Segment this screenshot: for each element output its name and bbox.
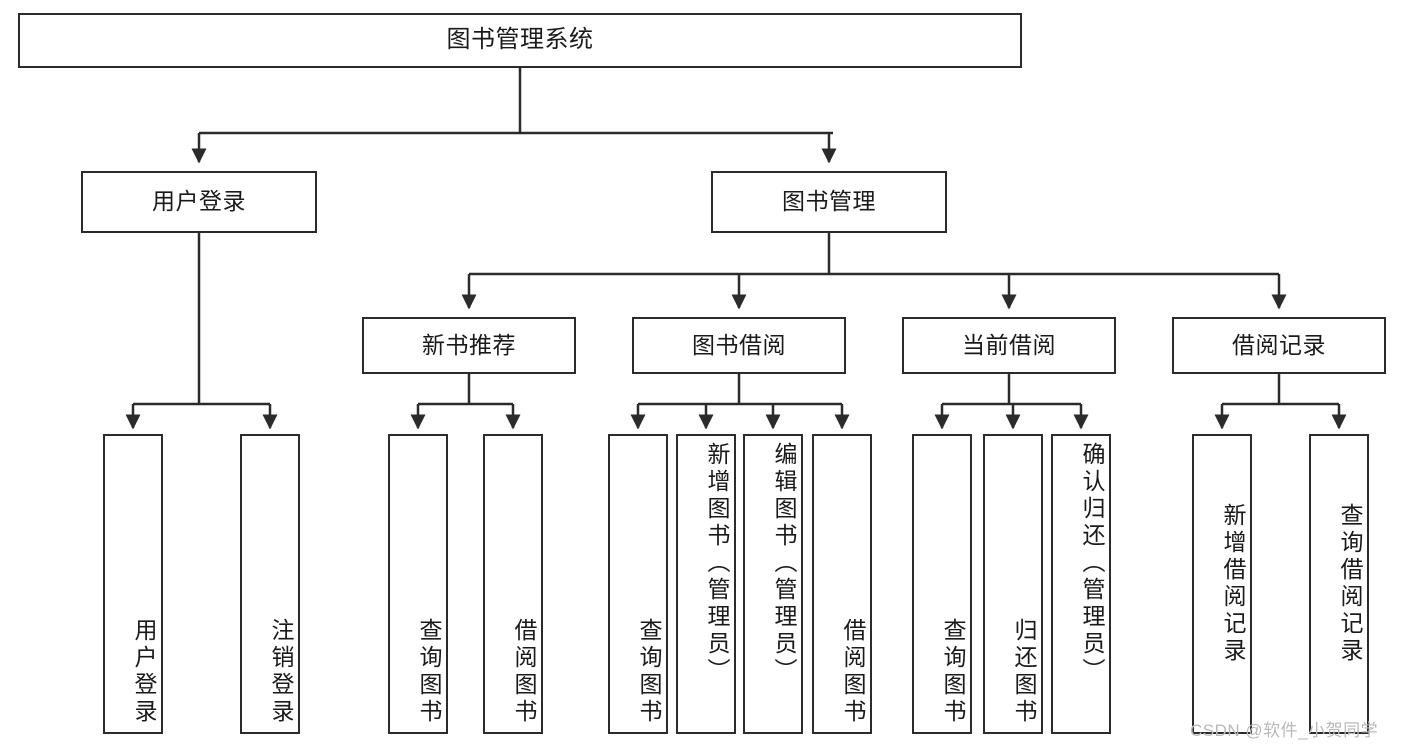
node-leaf-borrow-book-rec[interactable]: 借阅图书 — [483, 434, 543, 734]
node-leaf-borrow-book-label: 借阅图书 — [840, 618, 866, 726]
node-leaf-logout-label: 注销登录 — [268, 618, 294, 726]
node-book-borrow-label: 图书借阅 — [692, 331, 786, 358]
node-user-login-label: 用户登录 — [152, 188, 246, 215]
csdn-watermark: CSDN @软件_小贺同学 — [1190, 721, 1379, 740]
node-leaf-add-borrow-record-label: 新增借阅记录 — [1220, 503, 1246, 665]
node-current-borrow-label: 当前借阅 — [962, 331, 1056, 358]
node-leaf-logout[interactable]: 注销登录 — [240, 434, 300, 734]
node-leaf-query-book-rec[interactable]: 查询图书 — [388, 434, 448, 734]
node-leaf-edit-book-admin[interactable]: 编辑图书（管理员） — [743, 434, 803, 734]
node-leaf-edit-book-admin-label: 编辑图书（管理员） — [771, 442, 797, 685]
node-leaf-query-borrow-record-label: 查询借阅记录 — [1337, 503, 1363, 665]
node-leaf-query-book-rec-label: 查询图书 — [416, 618, 442, 726]
node-leaf-borrow-book-rec-label: 借阅图书 — [511, 618, 537, 726]
node-leaf-add-book-admin-label: 新增图书（管理员） — [704, 442, 730, 685]
node-borrow-record-label: 借阅记录 — [1232, 331, 1326, 358]
node-leaf-query-book-current[interactable]: 查询图书 — [912, 434, 972, 734]
node-root-label: 图书管理系统 — [446, 26, 594, 54]
node-book-management-label: 图书管理 — [782, 188, 876, 215]
node-leaf-query-book-borrow-label: 查询图书 — [636, 618, 662, 726]
node-user-login[interactable]: 用户登录 — [81, 171, 317, 233]
node-leaf-confirm-return[interactable]: 确认归还（管理员） — [1051, 434, 1111, 734]
node-book-management[interactable]: 图书管理 — [711, 171, 947, 233]
node-leaf-query-book-borrow[interactable]: 查询图书 — [608, 434, 668, 734]
node-leaf-query-book-current-label: 查询图书 — [940, 618, 966, 726]
node-book-borrow[interactable]: 图书借阅 — [632, 317, 846, 374]
node-new-book-recommend-label: 新书推荐 — [422, 331, 516, 358]
node-leaf-confirm-return-label: 确认归还（管理员） — [1079, 442, 1105, 685]
node-root[interactable]: 图书管理系统 — [18, 13, 1022, 68]
node-leaf-return-book-label: 归还图书 — [1011, 618, 1037, 726]
node-leaf-query-borrow-record[interactable]: 查询借阅记录 — [1309, 434, 1369, 734]
node-leaf-add-book-admin[interactable]: 新增图书（管理员） — [676, 434, 736, 734]
node-leaf-add-borrow-record[interactable]: 新增借阅记录 — [1192, 434, 1252, 734]
node-new-book-recommend[interactable]: 新书推荐 — [362, 317, 576, 374]
node-current-borrow[interactable]: 当前借阅 — [902, 317, 1116, 374]
node-leaf-return-book[interactable]: 归还图书 — [983, 434, 1043, 734]
node-borrow-record[interactable]: 借阅记录 — [1172, 317, 1386, 374]
node-leaf-borrow-book[interactable]: 借阅图书 — [812, 434, 872, 734]
node-leaf-user-login-label: 用户登录 — [131, 618, 157, 726]
node-leaf-user-login[interactable]: 用户登录 — [103, 434, 163, 734]
